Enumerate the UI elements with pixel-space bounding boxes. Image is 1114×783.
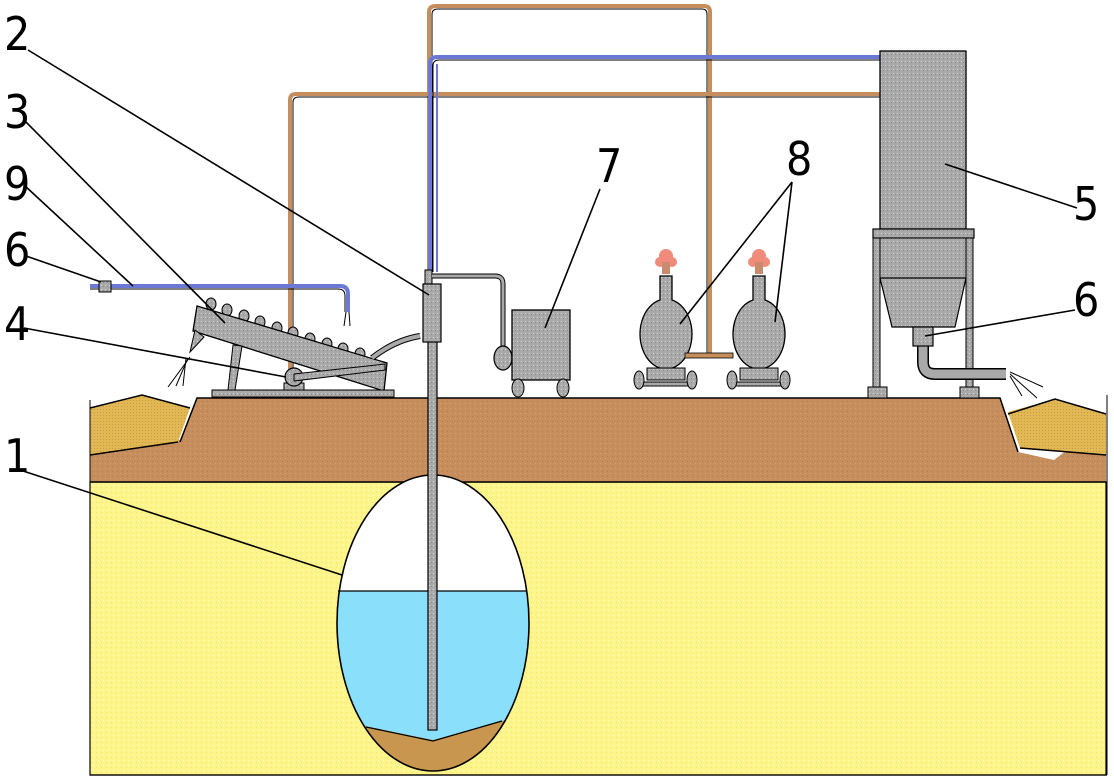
- gas-burner-units: [633, 249, 791, 390]
- leader-3: [23, 119, 226, 324]
- well-casing-pipe: [427, 339, 438, 731]
- leader-2: [27, 49, 430, 296]
- spoil-pile-left: [89, 394, 191, 456]
- leader-5: [944, 163, 1078, 209]
- callout-9: 9: [4, 157, 30, 211]
- burner-connector-pipe: [684, 352, 734, 359]
- discharge-spray-right: [1009, 371, 1044, 399]
- pipe-valve: [98, 280, 112, 293]
- copper-pipe-feed: [288, 92, 880, 380]
- discharge-spray-left: [167, 356, 191, 388]
- callout-labels: 2 3 9 6 4 1 7 8 5 6: [4, 7, 1099, 483]
- blue-water-pipe: [90, 284, 351, 327]
- leader-lines: [19, 49, 1078, 576]
- leader-7: [544, 188, 601, 329]
- storage-silo: [867, 50, 1044, 399]
- topsoil-layer: [90, 397, 1106, 483]
- subsoil-layer: [89, 481, 1107, 776]
- callout-6-right: 6: [1073, 273, 1099, 327]
- callout-3: 3: [4, 85, 30, 139]
- mobile-tank: [511, 309, 571, 398]
- flame-icon: [748, 249, 770, 274]
- blue-pipe-main: [428, 55, 880, 272]
- callout-1: 1: [4, 429, 30, 483]
- leader-4: [23, 327, 287, 378]
- leader-8a: [679, 181, 793, 325]
- flame-icon: [655, 249, 677, 274]
- burner-unit: [726, 249, 791, 390]
- callout-8: 8: [786, 132, 812, 186]
- callout-2: 2: [4, 7, 30, 61]
- leader-9: [23, 184, 134, 287]
- wellhead-unit: [422, 269, 513, 371]
- burner-unit: [633, 249, 698, 390]
- callout-4: 4: [4, 297, 30, 351]
- callout-5: 5: [1073, 177, 1099, 231]
- leader-6b: [924, 309, 1076, 337]
- callout-6-left: 6: [4, 223, 30, 277]
- callout-7: 7: [596, 139, 622, 193]
- silo-discharge-valve: [912, 326, 934, 347]
- leader-8b: [774, 181, 793, 323]
- spoil-pile-right: [1007, 398, 1107, 456]
- leader-6a: [25, 255, 102, 283]
- conveyor-drive-wheel: [283, 363, 386, 391]
- leader-1: [19, 469, 343, 576]
- copper-pipe-loop: [427, 3, 712, 358]
